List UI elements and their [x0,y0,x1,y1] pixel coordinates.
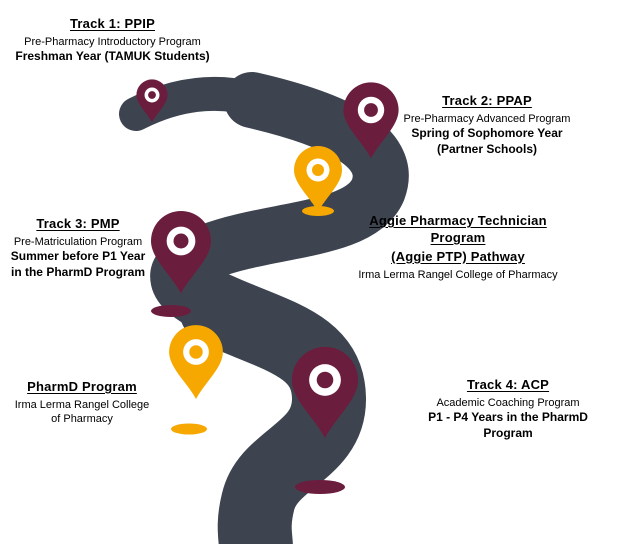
maroon-map-pin-icon [343,82,399,159]
gold-pin-shadow [171,423,207,435]
road-segment-bottom [179,272,366,544]
maroon-map-pin-icon [136,79,168,123]
maroon-pin-shadow [151,305,191,317]
gold-map-pin-icon [169,325,223,400]
gold-map-pin-icon [294,146,342,212]
maroon-map-pin-icon [291,346,359,438]
maroon-map-pin-icon [151,211,211,294]
maroon-pin-shadow [295,480,345,494]
map-pins-group [136,79,399,438]
